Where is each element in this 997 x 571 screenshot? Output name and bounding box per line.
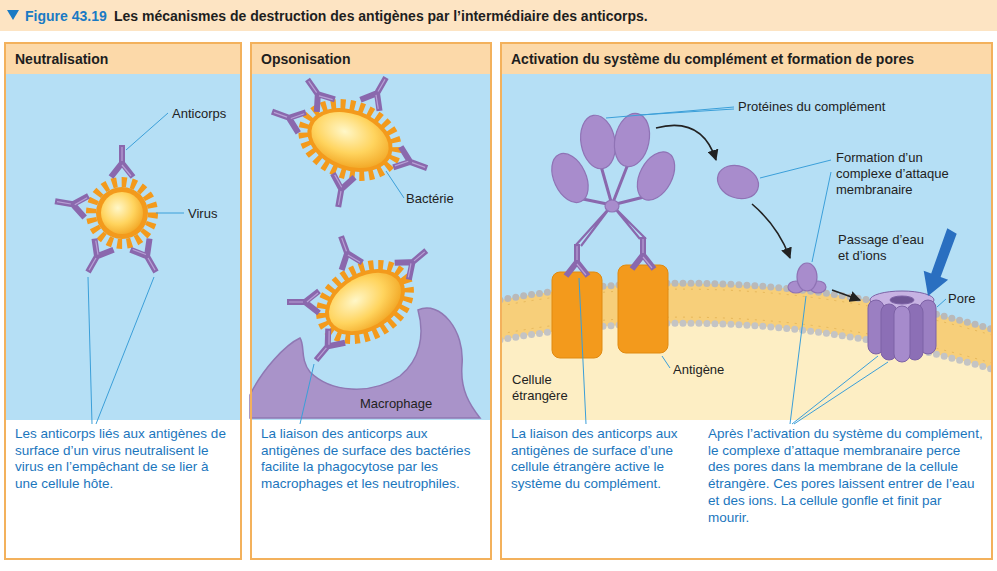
part-label: Antigène [673,362,753,378]
membrane-pore [894,306,910,362]
leader-lines [156,213,184,214]
antibody-group [268,101,306,133]
title-triangle [7,10,19,20]
antibody-group [327,174,354,209]
membrane-pore [868,291,936,362]
bacterium-figure [319,261,412,343]
leader-lines [126,113,168,150]
antibody-group [268,72,433,367]
antibody-group [308,329,345,368]
panel-heading: Activation du système du complément et f… [511,51,981,68]
antibody-group [395,242,434,279]
part-label: Virus [188,206,238,222]
process-arrow [752,204,790,258]
antigen-shape [552,265,668,358]
title-band [0,0,997,31]
panel-heading: Neutralisation [15,51,231,68]
leader-lines [386,171,404,198]
leader-lines [812,172,831,262]
bacterium-figure [293,92,406,189]
complement-protein [577,112,620,171]
part-label: Protéines du complément [738,99,938,115]
part-label: Anticorps [172,106,240,122]
panel-grounds [4,74,242,420]
bacterium-figure [304,102,397,178]
antibody-group [298,73,334,112]
part-label: Passage d’eau et d’ions [838,232,928,264]
leader-lines [88,277,92,424]
complement-protein [545,110,683,246]
complement-protein [713,160,763,204]
antigen-shape [552,272,602,358]
leader-lines [88,107,946,424]
leader-lines [792,356,878,424]
panel-grounds [4,42,242,74]
antibody-group [53,145,165,277]
process-arrow [656,125,716,160]
antibody-group [393,147,431,179]
virus-figure [91,182,153,244]
panel-heading: Opsonisation [261,51,481,68]
leader-lines [794,362,888,424]
part-label: Cellule étrangère [512,372,584,404]
virus-figure [96,187,148,239]
antibody-group [53,190,88,217]
leader-lines [640,109,734,115]
antibody-group [632,237,654,269]
antigen-shape [618,265,668,353]
leader-lines [760,160,831,178]
panel-caption: La liaison des anticorps aux antigènes d… [511,426,699,493]
leader-lines [606,107,734,118]
membrane-pore [890,296,914,304]
leader-lines [662,356,670,368]
virus-figure [91,182,153,244]
process-arrow [832,290,860,300]
panel-grounds [500,42,993,74]
antibody-group [130,239,165,278]
antibody-group [78,239,113,278]
virus-figure [101,192,143,234]
panel-caption: Les anticorps liés aux antigènes de surf… [15,426,229,493]
panel-box: Opsonisation La liaison des anticorps aux… [250,42,492,560]
water-arrow [924,228,957,296]
bacterium-figure [293,92,406,189]
antibody-group [331,232,363,270]
part-label: Formation d’un complexe d’attaque membra… [836,150,964,198]
panel-caption: Après l’activation du système du complém… [708,426,983,526]
leader-lines [937,299,946,307]
panel-grounds [250,74,492,420]
part-label: Bactérie [406,191,486,207]
leader-lines [579,278,586,424]
part-label: Macrophage [360,396,460,412]
bacterium-figure [298,97,401,183]
figure-title: Les mécanismes de destruction des antigè… [114,8,648,25]
figure-number: Figure 43.19 [25,8,107,25]
attack-complex [797,263,817,291]
leader-lines [300,364,314,424]
antibody-group [111,145,133,177]
part-label: Pore [948,291,988,307]
leader-lines [96,277,154,424]
antibody-group [566,244,588,276]
complement-protein [605,200,619,212]
panel-caption: La liaison des anticorps aux antigènes d… [261,426,479,493]
panel-grounds [250,42,492,74]
leader-lines [790,296,806,424]
complement-protein [630,146,683,207]
panel-box: Activation du système du complément et f… [500,42,993,560]
attack-complex [788,263,826,293]
antibody-group [360,72,395,111]
antibody-group [287,291,319,313]
